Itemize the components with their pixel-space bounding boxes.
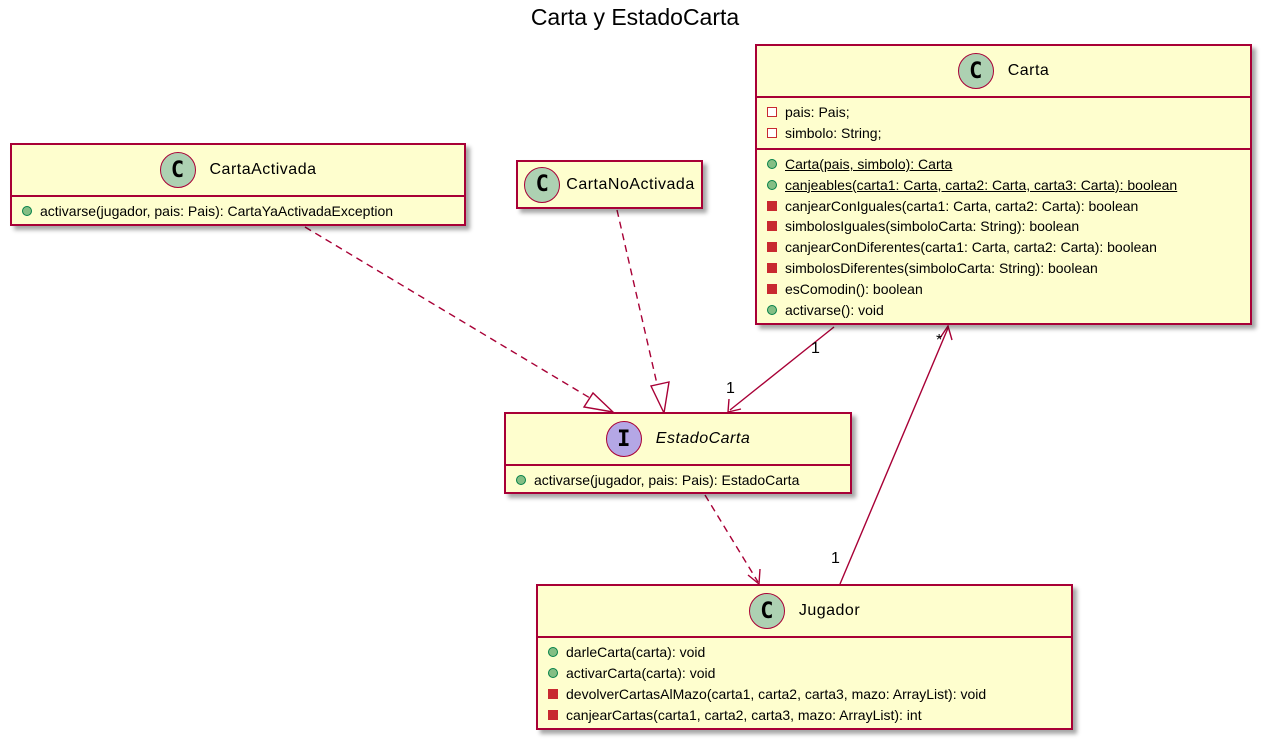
association-carta-estadocarta [729, 326, 835, 411]
attributes-section: pais: Pais; simbolo: String; [757, 96, 1250, 148]
private-method-icon [548, 709, 558, 720]
method-text: canjearConIguales(carta1: Carta, carta2:… [785, 197, 1139, 214]
class-header: C CartaNoActivada [518, 162, 701, 207]
method-text: esComodin(): boolean [785, 280, 923, 297]
method-row: activarse(): void [767, 299, 1242, 320]
class-header: C CartaActivada [12, 145, 464, 195]
methods-section: activarse(jugador, pais: Pais): CartaYaA… [12, 195, 464, 226]
method-text: canjearConDiferentes(carta1: Carta, cart… [785, 239, 1157, 256]
attribute-row: simbolo: String; [767, 123, 1242, 144]
method-row: activarse(jugador, pais: Pais): EstadoCa… [516, 470, 842, 491]
method-row: esComodin(): boolean [767, 278, 1242, 299]
class-header: C Carta [757, 46, 1250, 96]
private-method-icon [767, 283, 777, 294]
public-method-icon [767, 179, 777, 190]
class-header: I EstadoCarta [506, 414, 850, 464]
method-row: canjearCartas(carta1, carta2, carta3, ma… [548, 704, 1063, 725]
class-name: CartaActivada [209, 161, 317, 178]
method-text: darleCarta(carta): void [566, 644, 706, 661]
methods-section: Carta(pais, simbolo): Carta canjeables(c… [757, 147, 1250, 324]
public-method-icon [548, 668, 558, 679]
method-row: activarse(jugador, pais: Pais): CartaYaA… [22, 201, 456, 222]
method-text: activarse(jugador, pais: Pais): EstadoCa… [534, 472, 800, 489]
diagram-title: Carta y EstadoCarta [530, 4, 740, 30]
public-method-icon [548, 647, 558, 658]
method-text: devolverCartasAlMazo(carta1, carta2, car… [566, 685, 987, 702]
private-method-icon [767, 242, 777, 253]
method-row: canjearConIguales(carta1: Carta, carta2:… [767, 195, 1242, 216]
realization-cartanoactivada-estadocarta [616, 209, 664, 411]
realization-cartaactivada-estadocarta [304, 226, 611, 411]
realization-arrowhead-2 [649, 381, 670, 416]
multiplicity-jugador-source: 1 [831, 550, 840, 567]
class-header: C Jugador [538, 586, 1071, 636]
interface-badge-icon: I [605, 421, 642, 457]
public-method-icon [22, 206, 32, 217]
multiplicity-carta-source: 1 [811, 340, 820, 357]
method-row: canjeables(carta1: Carta, carta2: Carta,… [767, 174, 1242, 195]
class-name: CartaNoActivada [566, 175, 695, 193]
attribute-text: simbolo: String; [785, 125, 882, 142]
private-method-icon [548, 688, 558, 699]
method-text: activarse(): void [785, 301, 884, 318]
method-row: canjearConDiferentes(carta1: Carta, cart… [767, 237, 1242, 258]
class-badge-icon: C [957, 53, 994, 89]
class-carta[interactable]: C Carta pais: Pais; simbolo: String; Car… [755, 44, 1252, 325]
class-badge-icon: C [748, 593, 785, 629]
method-text: activarCarta(carta): void [566, 665, 716, 682]
class-carta-activada[interactable]: C CartaActivada activarse(jugador, pais:… [10, 143, 466, 226]
interface-name: EstadoCarta [655, 430, 751, 447]
private-field-icon [767, 107, 777, 118]
private-method-icon [767, 221, 777, 232]
method-row: Carta(pais, simbolo): Carta [767, 154, 1242, 175]
method-text: Carta(pais, simbolo): Carta [785, 155, 953, 172]
method-row: darleCarta(carta): void [548, 642, 1063, 663]
method-text: simbolosIguales(simboloCarta: String): b… [785, 218, 1080, 235]
association-jugador-carta [839, 327, 949, 585]
class-badge-icon: C [524, 166, 561, 203]
method-row: activarCarta(carta): void [548, 663, 1063, 684]
method-text: canjearCartas(carta1, carta2, carta3, ma… [566, 706, 922, 723]
public-method-icon [767, 158, 777, 169]
association-arrowhead-estadocarta [727, 398, 742, 413]
private-method-icon [767, 200, 777, 211]
private-method-icon [767, 262, 777, 273]
association-arrowhead-carta [939, 324, 953, 341]
multiplicity-carta-target: * [936, 332, 943, 349]
public-method-icon [516, 475, 526, 486]
realization-arrowhead-1 [582, 391, 616, 414]
attribute-text: pais: Pais; [785, 104, 850, 121]
class-badge-icon: C [159, 152, 196, 188]
method-text: simbolosDiferentes(simboloCarta: String)… [785, 259, 1098, 276]
class-jugador[interactable]: C Jugador darleCarta(carta): void activa… [536, 584, 1073, 730]
interface-estado-carta[interactable]: I EstadoCarta activarse(jugador, pais: P… [504, 412, 852, 494]
method-row: simbolosIguales(simboloCarta: String): b… [767, 216, 1242, 237]
multiplicity-estadocarta-target: 1 [726, 380, 735, 397]
method-row: simbolosDiferentes(simboloCarta: String)… [767, 258, 1242, 279]
method-text: canjeables(carta1: Carta, carta2: Carta,… [785, 176, 1178, 193]
method-row: devolverCartasAlMazo(carta1, carta2, car… [548, 684, 1063, 705]
methods-section: activarse(jugador, pais: Pais): EstadoCa… [506, 464, 850, 495]
private-field-icon [767, 128, 777, 139]
class-name: Carta [1007, 62, 1050, 79]
attribute-row: pais: Pais; [767, 102, 1242, 123]
public-method-icon [767, 304, 777, 315]
method-text: activarse(jugador, pais: Pais): CartaYaA… [40, 203, 394, 220]
class-carta-no-activada[interactable]: C CartaNoActivada [516, 160, 703, 209]
methods-section: darleCarta(carta): void activarCarta(car… [538, 636, 1071, 729]
dependency-estadocarta-jugador [704, 494, 759, 583]
class-name: Jugador [798, 602, 861, 619]
